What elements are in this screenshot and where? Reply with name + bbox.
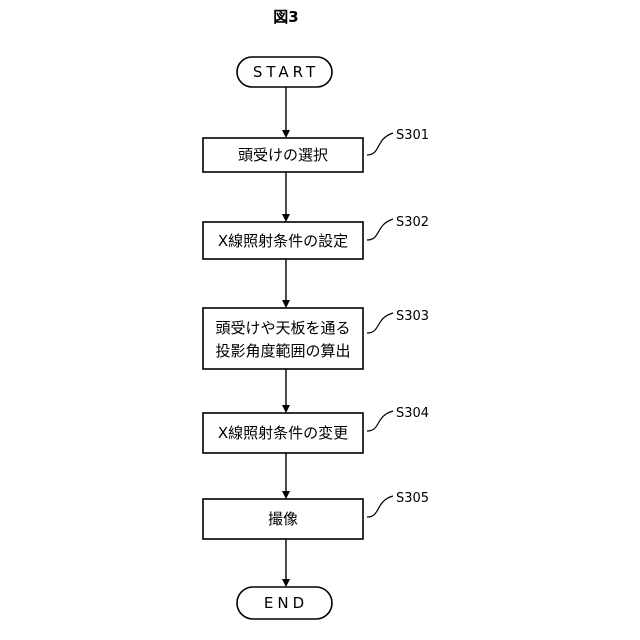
step-leader-line (367, 219, 393, 240)
figure-title: 図3 (273, 8, 298, 26)
step-leader-line (367, 496, 393, 517)
process-step-s303: 頭受けや天板を通る 投影角度範囲の算出 S303 (203, 308, 429, 369)
process-text: X線照射条件の変更 (218, 424, 348, 442)
process-step-s304: X線照射条件の変更 S304 (203, 406, 429, 453)
process-text: 撮像 (268, 510, 298, 528)
end-terminal: END (237, 587, 332, 619)
process-text-line-2: 投影角度範囲の算出 (215, 342, 350, 360)
step-label: S302 (396, 215, 429, 230)
step-label: S305 (396, 491, 429, 506)
step-leader-line (367, 411, 393, 431)
process-text: 頭受けの選択 (238, 146, 328, 164)
step-leader-line (367, 133, 393, 155)
start-terminal: START (237, 57, 332, 87)
step-label: S301 (396, 128, 429, 143)
start-terminal-label: START (253, 63, 319, 81)
process-text: X線照射条件の設定 (218, 232, 348, 250)
end-terminal-label: END (264, 594, 308, 612)
process-step-s301: 頭受けの選択 S301 (203, 128, 429, 172)
step-leader-line (367, 313, 393, 333)
process-text-line-1: 頭受けや天板を通る (215, 319, 350, 337)
step-label: S303 (396, 309, 429, 324)
step-label: S304 (396, 406, 429, 421)
process-step-s305: 撮像 S305 (203, 491, 429, 539)
process-step-s302: X線照射条件の設定 S302 (203, 215, 429, 259)
